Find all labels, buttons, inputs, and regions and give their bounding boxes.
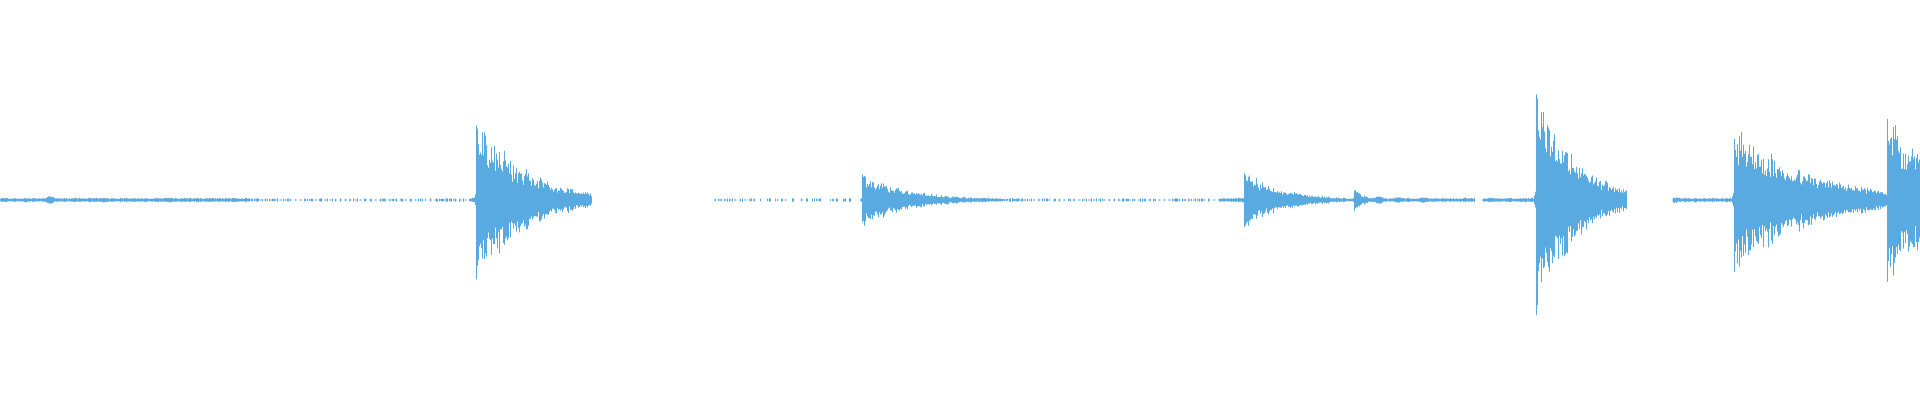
waveform-trace (0, 94, 1920, 316)
waveform-envelope (0, 94, 1920, 316)
